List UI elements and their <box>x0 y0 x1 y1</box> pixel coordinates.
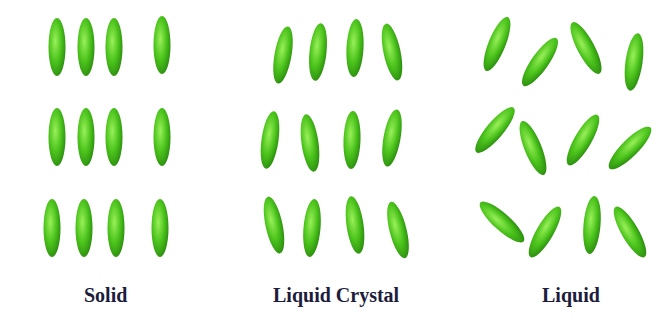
molecule <box>154 108 171 166</box>
molecule <box>106 108 123 166</box>
molecule <box>603 121 656 174</box>
molecule <box>516 33 563 90</box>
molecule <box>270 25 297 85</box>
phase-label: Solid <box>84 283 127 307</box>
molecule <box>378 22 407 82</box>
molecule <box>478 14 515 74</box>
liquid-molecules <box>470 14 657 261</box>
molecule <box>608 203 652 262</box>
liquid-crystal-molecules <box>258 19 414 261</box>
molecule <box>108 199 125 257</box>
molecule <box>301 198 323 257</box>
molecule <box>343 195 368 255</box>
molecule <box>345 19 365 78</box>
molecule <box>470 102 520 157</box>
molecule <box>383 200 414 260</box>
phase-label: Liquid <box>542 283 600 307</box>
solid-molecules <box>44 16 171 257</box>
molecule <box>154 16 171 74</box>
molecule <box>49 108 66 166</box>
phase-label: Liquid Crystal <box>273 283 399 307</box>
molecule <box>307 22 330 81</box>
molecule <box>342 111 361 170</box>
molecule <box>49 18 66 76</box>
molecule <box>622 32 647 92</box>
molecule <box>78 108 95 166</box>
molecule <box>78 18 95 76</box>
molecule <box>106 18 123 76</box>
molecule <box>152 199 169 257</box>
molecule <box>258 110 283 170</box>
molecule <box>561 111 605 170</box>
molecule <box>260 195 289 255</box>
molecule <box>523 203 567 262</box>
molecule <box>379 108 406 168</box>
molecule <box>44 199 61 257</box>
molecule <box>76 199 93 257</box>
molecule <box>298 113 323 173</box>
molecule <box>514 118 551 178</box>
molecule <box>475 196 529 247</box>
molecule <box>565 18 607 77</box>
molecule <box>581 195 603 254</box>
